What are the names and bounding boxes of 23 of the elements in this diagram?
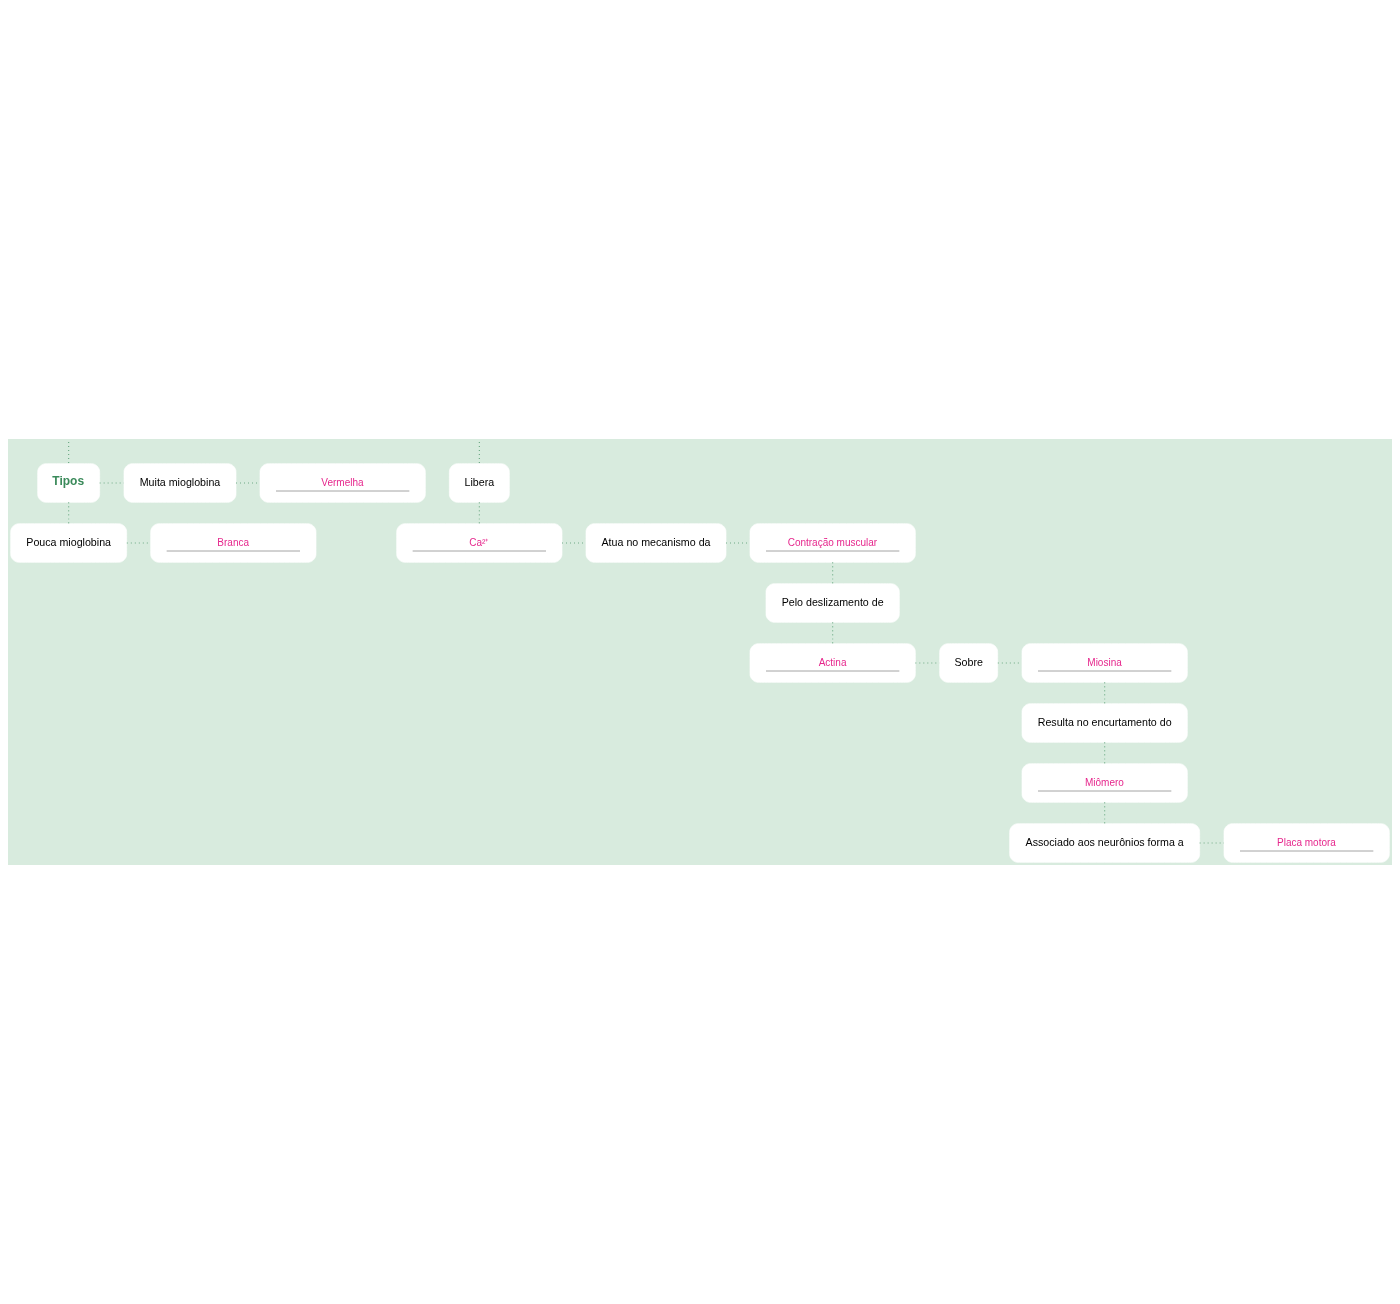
- connector: [1104, 742, 1106, 764]
- node-box: Sobre: [939, 643, 998, 683]
- node-box: Actina: [749, 643, 916, 683]
- node-box: Placa motora: [1223, 823, 1390, 863]
- node-box: Tipos: [37, 463, 100, 503]
- node-box: Associado aos neurônios forma a: [1009, 823, 1200, 863]
- connector: [68, 502, 70, 524]
- node-box: Contração muscular: [749, 523, 916, 563]
- node-box: Miômero: [1021, 763, 1188, 803]
- node-box: Pelo deslizamento de: [765, 583, 900, 623]
- node-box: Muita mioglobina: [123, 463, 237, 503]
- node-box: Ca²⁺: [396, 523, 563, 563]
- node-box: Pouca mioglobina: [10, 523, 127, 563]
- node-box: Vermelha: [259, 463, 426, 503]
- connector: [832, 622, 834, 644]
- node-box: Branca: [150, 523, 317, 563]
- connector: [832, 562, 834, 584]
- connector: [1104, 802, 1106, 824]
- connector: [1104, 682, 1106, 704]
- node-box: Miosina: [1021, 643, 1188, 683]
- node-box: Resulta no encurtamento do: [1021, 703, 1188, 743]
- node-box: Libera: [449, 463, 510, 503]
- node-box: Atua no mecanismo da: [585, 523, 727, 563]
